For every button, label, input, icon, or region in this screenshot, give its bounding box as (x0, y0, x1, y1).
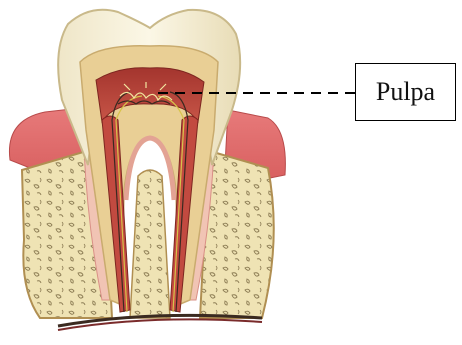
jaw-bone (130, 170, 170, 318)
pulpa-label: Pulpa (355, 63, 456, 121)
pulpa-label-text: Pulpa (376, 77, 435, 107)
